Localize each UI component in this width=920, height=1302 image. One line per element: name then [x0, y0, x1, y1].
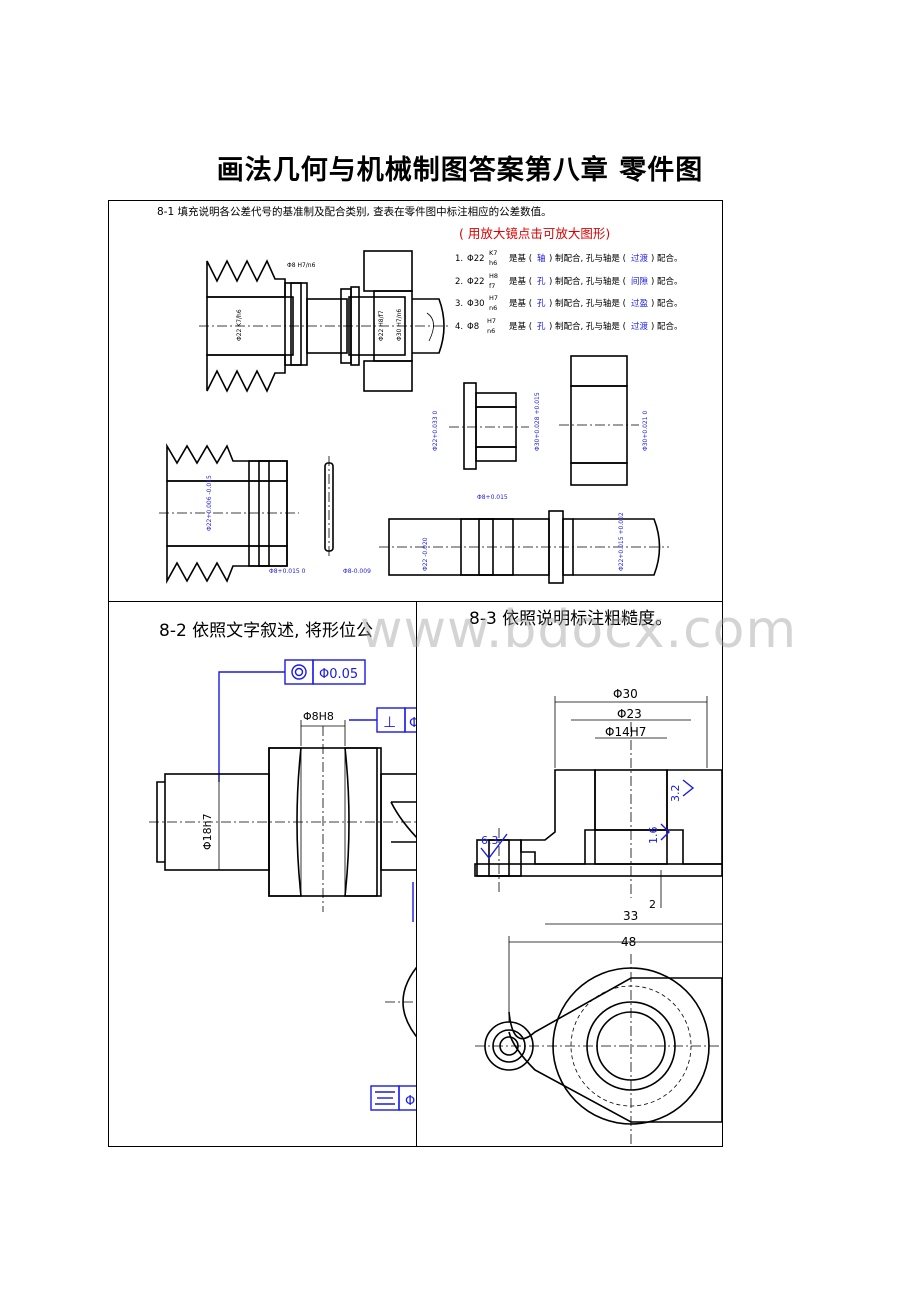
svg-text:Φ8: Φ8 — [467, 322, 479, 332]
shaft-assembly: Φ8H8 Φ18h7 — [149, 710, 421, 922]
dim-housing: Φ30+0.021 0 — [642, 411, 649, 451]
housing-view: Φ30+0.021 0 — [559, 355, 649, 486]
svg-text:) 制配合, 孔与轴是 (: ) 制配合, 孔与轴是 ( — [549, 298, 626, 309]
shaft-view: Φ8+0.015 Φ22 -0.020 Φ22+0.015 +0.002 — [379, 494, 669, 584]
dim-pin: Φ8-0.009 — [343, 568, 371, 575]
exercise-8-1-heading: 8-1 填充说明各公差代号的基准制及配合类别, 查表在零件图中标注相应的公差数值… — [157, 205, 552, 218]
svg-text:是基 (: 是基 ( — [509, 253, 532, 264]
svg-text:n6: n6 — [487, 327, 495, 335]
svg-text:) 配合。: ) 配合。 — [651, 298, 683, 309]
roughness-1: 3.2 — [669, 785, 682, 803]
dim-33: 33 — [623, 909, 638, 923]
dim-bush-h8: Φ22 H8/f7 — [378, 310, 385, 341]
tolerance-frame-perp: ⊥ Φ — [349, 707, 421, 733]
svg-text:是基 (: 是基 ( — [509, 321, 532, 332]
svg-text:) 配合。: ) 配合。 — [651, 253, 683, 264]
svg-text:孔: 孔 — [537, 299, 546, 309]
exercise-8-2-heading: 8-2 依照文字叙述, 将形位公 — [159, 621, 373, 641]
svg-text:是基 (: 是基 ( — [509, 276, 532, 287]
dim-d14: Φ14H7 — [605, 725, 646, 739]
svg-text:是基 (: 是基 ( — [509, 298, 532, 309]
svg-text:) 配合。: ) 配合。 — [651, 276, 683, 287]
exercise-8-3-heading: 8-3 依照说明标注粗糙度。 — [469, 609, 672, 629]
svg-text:过盈: 过盈 — [631, 298, 649, 309]
zoom-hint: ( 用放大镜点击可放大图形) — [459, 226, 610, 241]
section-view: Φ30 Φ23 Φ14H7 33 2 3.2 1.6 6.3 — [474, 687, 722, 925]
watermark: www.bdocx.com — [360, 600, 798, 660]
exercise-8-2-panel: 8-2 依照文字叙述, 将形位公 Φ0.05 ⊥ Φ — [108, 601, 421, 1147]
svg-text:过渡: 过渡 — [631, 321, 649, 332]
tolerance-frame-concentric: Φ0.05 — [218, 659, 366, 782]
document-title: 画法几何与机械制图答案第八章 零件图 — [216, 155, 704, 186]
svg-text:) 配合。: ) 配合。 — [651, 321, 683, 332]
dim-shaft-right: Φ22+0.015 +0.002 — [618, 512, 625, 571]
lower-view — [385, 961, 421, 1043]
svg-text:过渡: 过渡 — [631, 253, 649, 264]
tol-sym-value: Φ — [405, 1094, 415, 1109]
svg-text:Φ22: Φ22 — [467, 277, 485, 287]
svg-text:4.: 4. — [455, 322, 463, 332]
dim-2: 2 — [649, 898, 656, 911]
dim-bush-inner: Φ22+0.033 0 — [432, 411, 439, 451]
svg-text:Φ22: Φ22 — [467, 254, 485, 264]
answer-item: 1. Φ22 K7 h6 是基 ( 轴 ) 制配合, 孔与轴是 ( 过渡 ) 配… — [455, 249, 683, 267]
roughness-3: 6.3 — [481, 834, 499, 847]
svg-text:H7: H7 — [487, 317, 496, 325]
svg-text:K7: K7 — [489, 249, 497, 257]
dim-d30: Φ30 — [613, 687, 638, 701]
svg-text:H7: H7 — [489, 294, 498, 302]
svg-text:2.: 2. — [455, 277, 463, 287]
tol-concentric-value: Φ0.05 — [319, 667, 358, 682]
tol-perp-value: Φ — [409, 716, 419, 731]
svg-text:轴: 轴 — [537, 253, 546, 264]
dim-d23: Φ23 — [617, 707, 642, 721]
exercise-8-3-drawing: 8-3 依照说明标注粗糙度。 Φ30 Φ23 Φ14H7 33 2 — [469, 609, 722, 1146]
tol-perp-symbol: ⊥ — [383, 713, 396, 731]
svg-text:Φ30: Φ30 — [467, 299, 485, 309]
pin-view: Φ8-0.009 — [324, 456, 371, 575]
dim-48: 48 — [621, 935, 636, 949]
svg-text:3.: 3. — [455, 299, 463, 309]
answer-item: 4. Φ8 H7 n6 是基 ( 孔 ) 制配合, 孔与轴是 ( 过渡 ) 配合… — [455, 317, 683, 335]
dim-pin-fit: Φ8 H7/n6 — [287, 262, 316, 269]
answer-list: 1. Φ22 K7 h6 是基 ( 轴 ) 制配合, 孔与轴是 ( 过渡 ) 配… — [455, 249, 683, 335]
dim-bush-n6: Φ30 H7/n6 — [396, 309, 403, 341]
dim-shaft-pin: Φ8+0.015 — [477, 494, 508, 501]
assembly-view: Φ8 H7/n6 Φ22 K7/h6 Φ22 H8/f7 Φ30 H7/n6 — [199, 250, 449, 393]
svg-text:孔: 孔 — [537, 277, 546, 287]
exercise-8-3-panel: 8-3 依照说明标注粗糙度。 Φ30 Φ23 Φ14H7 33 2 — [416, 601, 723, 1147]
tolerance-frame-sym: Φ — [370, 1085, 421, 1111]
svg-text:) 制配合, 孔与轴是 (: ) 制配合, 孔与轴是 ( — [549, 321, 626, 332]
svg-text:f7: f7 — [489, 282, 495, 290]
dim-bush-outer: Φ30+0.028 +0.015 — [534, 392, 541, 451]
top-view: 48 — [475, 935, 722, 1146]
dim-shaft-left: Φ22 -0.020 — [422, 537, 429, 571]
svg-text:h6: h6 — [489, 259, 497, 267]
dim-pulley-bore: Φ22+0.006 -0.015 — [206, 475, 213, 531]
dim-hub-k7: Φ22 K7/h6 — [236, 309, 243, 341]
exercise-8-2-drawing: 8-2 依照文字叙述, 将形位公 Φ0.05 ⊥ Φ — [149, 621, 421, 1111]
svg-text:n6: n6 — [489, 304, 497, 312]
answer-item: 3. Φ30 H7 n6 是基 ( 孔 ) 制配合, 孔与轴是 ( 过盈 ) 配… — [455, 294, 683, 312]
roughness-2: 1.6 — [647, 827, 660, 845]
svg-text:孔: 孔 — [537, 322, 546, 332]
svg-text:H8: H8 — [489, 272, 498, 280]
exercise-8-1-drawing: 8-1 填充说明各公差代号的基准制及配合类别, 查表在零件图中标注相应的公差数值… — [157, 205, 683, 585]
answer-item: 2. Φ22 H8 f7 是基 ( 孔 ) 制配合, 孔与轴是 ( 间隙 ) 配… — [455, 272, 683, 290]
pulley-view: Φ22+0.006 -0.015 Φ8+0.015 0 — [159, 443, 306, 585]
exercise-8-1-panel: 8-1 填充说明各公差代号的基准制及配合类别, 查表在零件图中标注相应的公差数值… — [108, 200, 723, 602]
dim-shaft: Φ18h7 — [201, 813, 214, 850]
bushing-view: Φ22+0.033 0 Φ30+0.028 +0.015 — [432, 382, 541, 470]
dim-pulley-pin: Φ8+0.015 0 — [269, 568, 306, 575]
svg-text:) 制配合, 孔与轴是 (: ) 制配合, 孔与轴是 ( — [549, 253, 626, 264]
svg-text:) 制配合, 孔与轴是 (: ) 制配合, 孔与轴是 ( — [549, 276, 626, 287]
svg-text:间隙: 间隙 — [631, 276, 649, 287]
svg-text:1.: 1. — [455, 254, 463, 264]
dim-hole: Φ8H8 — [303, 710, 334, 723]
